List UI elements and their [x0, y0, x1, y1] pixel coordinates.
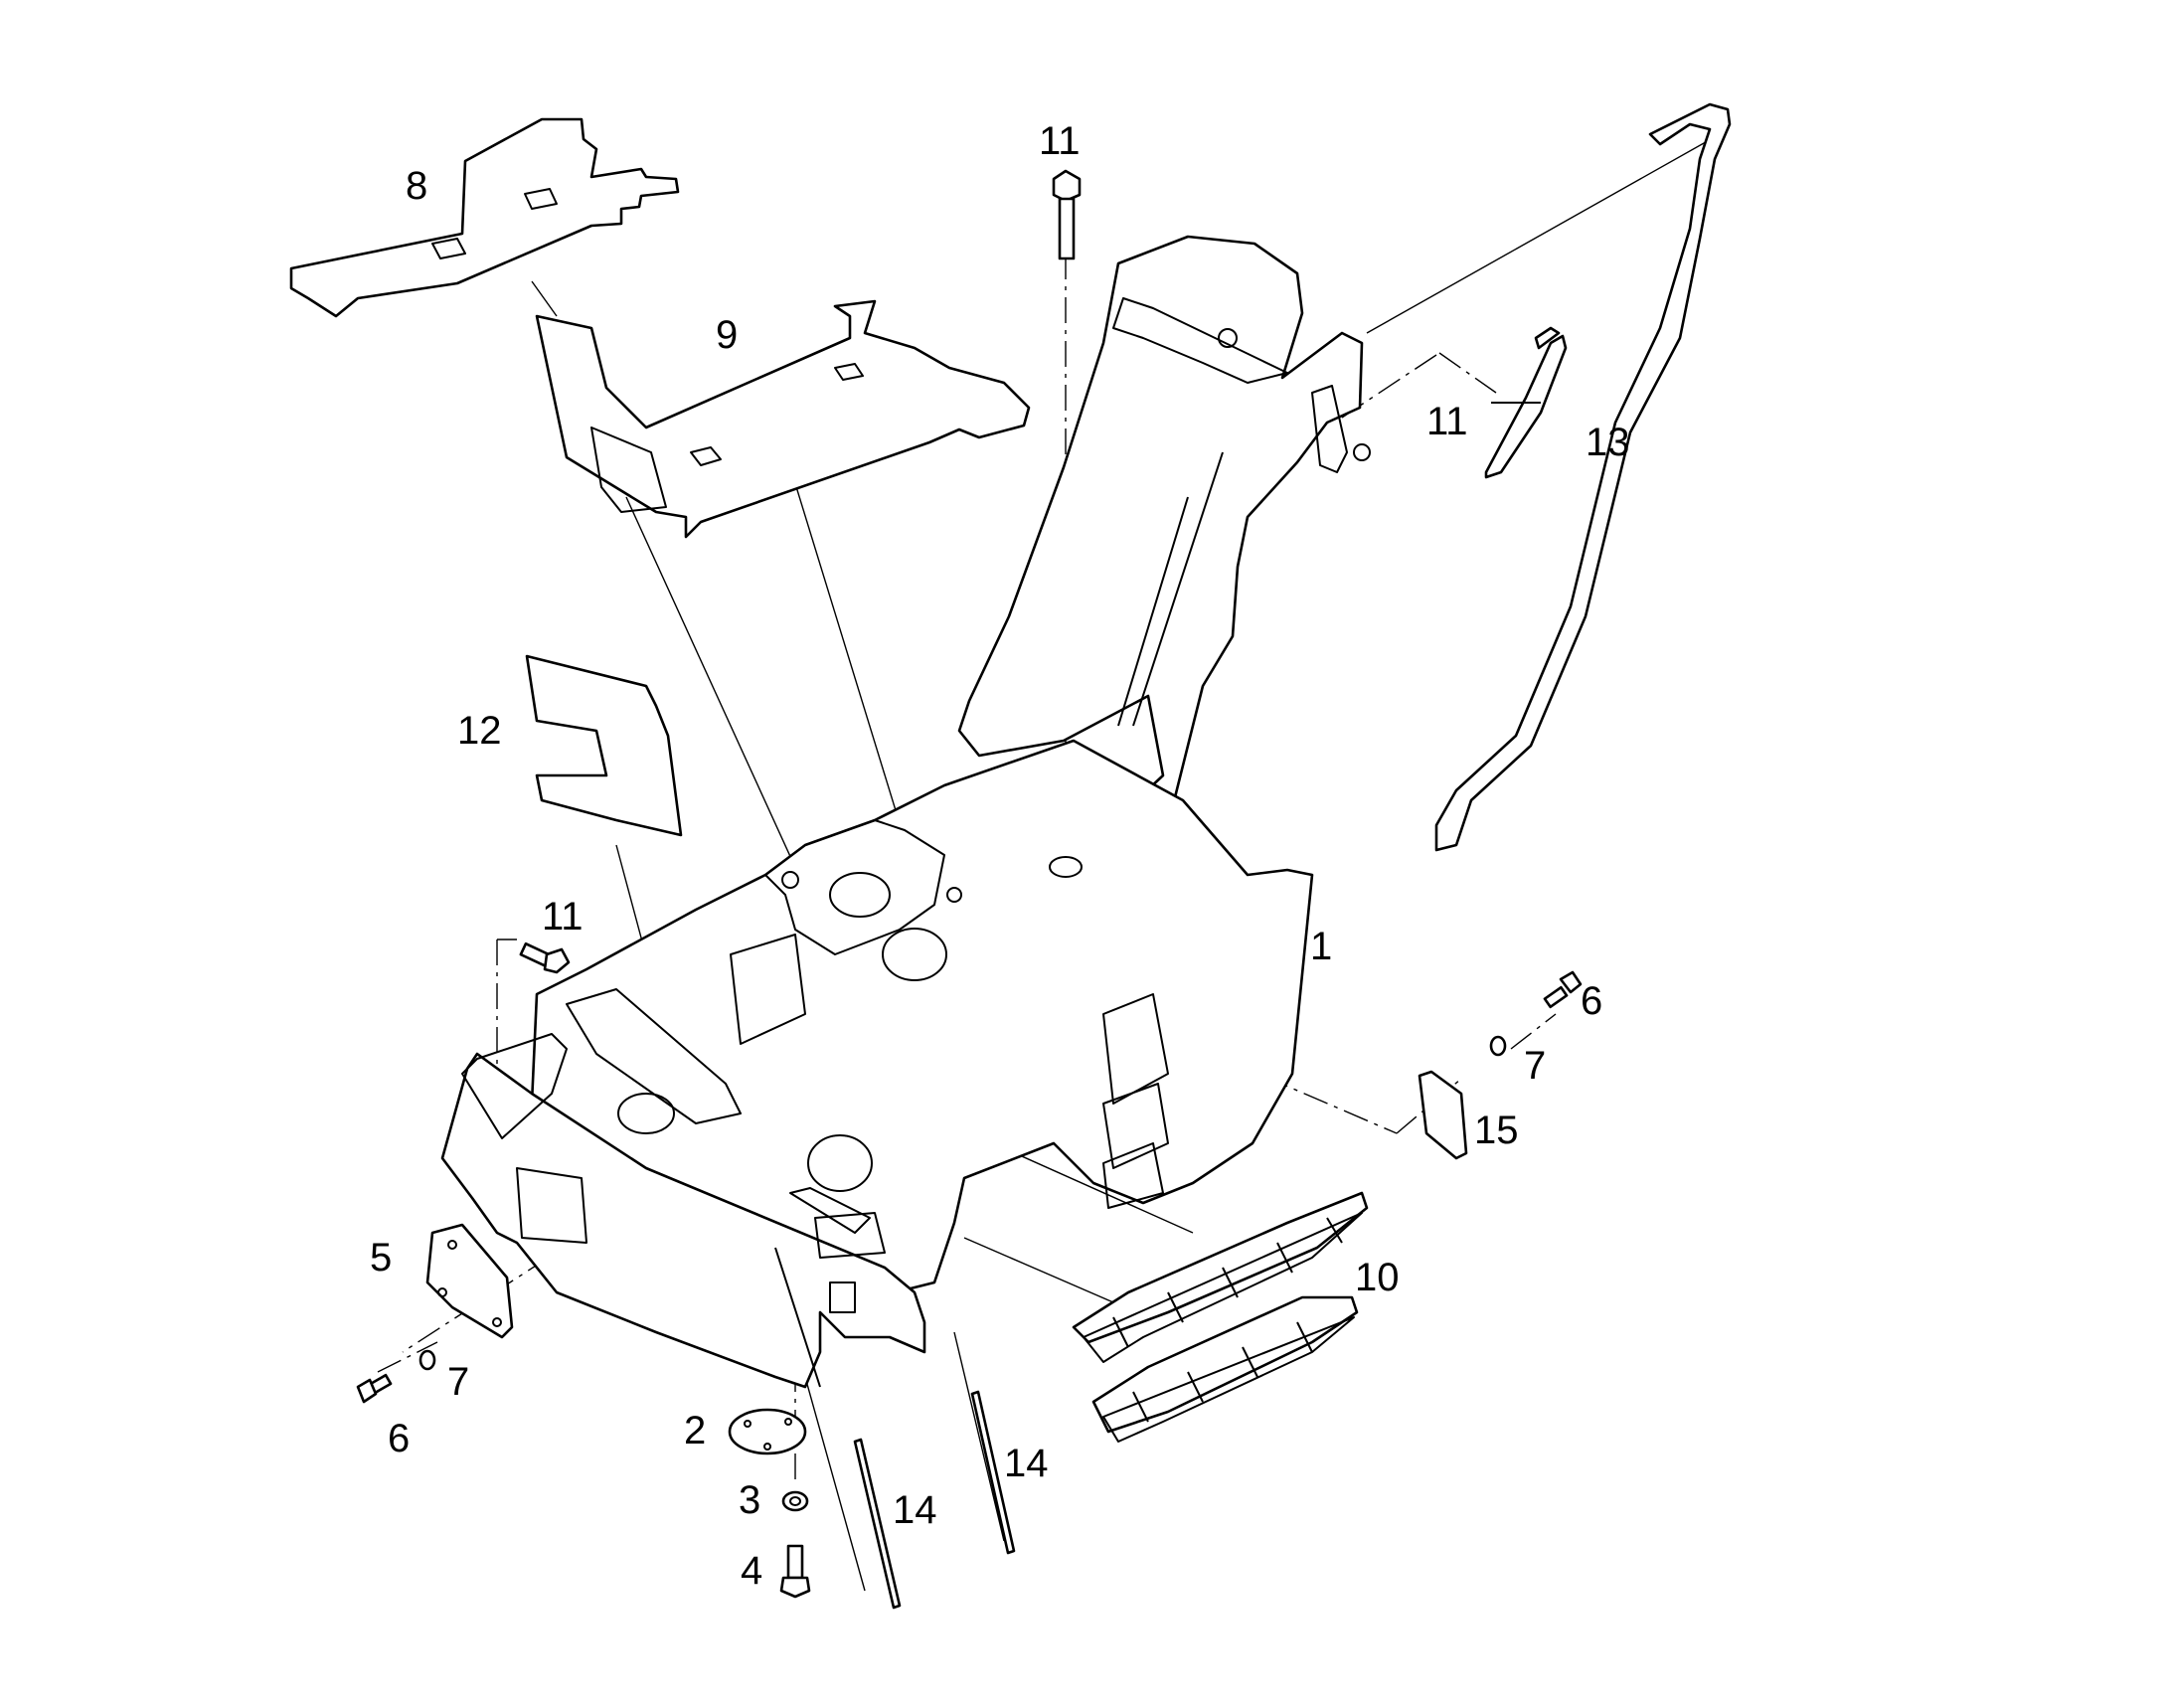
part-6-bolt-left [356, 1373, 393, 1404]
part-14-strip-left [853, 1438, 902, 1610]
callout-labels: 1 2 3 4 5 6 6 7 7 8 9 10 11 11 11 12 13 … [370, 119, 1630, 1593]
callout-12: 12 [457, 709, 502, 753]
callout-8: 8 [406, 164, 427, 208]
callout-3: 3 [739, 1478, 760, 1522]
callout-15: 15 [1474, 1109, 1519, 1152]
callout-11: 11 [542, 895, 584, 939]
part-7-washer-left [418, 1349, 436, 1371]
part-1-main-frame [440, 235, 1371, 1389]
callout-1: 1 [1310, 925, 1332, 968]
part-6-bolt-right [1543, 970, 1583, 1009]
part-11-side-bolt [1484, 326, 1568, 479]
callout-7: 7 [447, 1360, 469, 1404]
part-10-step-tread-lower [1091, 1295, 1359, 1443]
part-5-cover-plate [425, 1223, 514, 1339]
callout-6: 6 [1581, 979, 1602, 1023]
callout-6: 6 [388, 1417, 410, 1460]
callout-14: 14 [1004, 1442, 1049, 1485]
part-13-hand-rail [1434, 102, 1732, 852]
callout-7: 7 [1524, 1044, 1546, 1088]
part-11-left-bolt [519, 941, 571, 974]
part-12-insulation-sheet [525, 654, 683, 837]
callout-11: 11 [1426, 400, 1468, 443]
callout-9: 9 [716, 313, 738, 357]
part-2-round-plate [728, 1408, 807, 1455]
part-7-washer-right [1489, 1035, 1507, 1057]
part-11-long-bolt [1052, 169, 1082, 260]
callout-10: 10 [1355, 1256, 1400, 1299]
callout-14: 14 [893, 1488, 937, 1532]
callout-2: 2 [684, 1409, 706, 1452]
part-8-top-cover-plate [289, 117, 680, 318]
callout-4: 4 [741, 1549, 762, 1593]
part-9-formed-cover-plate [535, 299, 1031, 539]
part-15-cover-plate [1418, 1070, 1468, 1160]
callout-11: 11 [1039, 119, 1081, 163]
callout-13: 13 [1586, 421, 1630, 464]
part-4-bolt [779, 1544, 811, 1599]
part-3-washer [781, 1490, 809, 1512]
callout-5: 5 [370, 1236, 392, 1280]
part-10-step-tread-upper [1072, 1191, 1369, 1363]
part-14-strip-right [970, 1390, 1016, 1555]
